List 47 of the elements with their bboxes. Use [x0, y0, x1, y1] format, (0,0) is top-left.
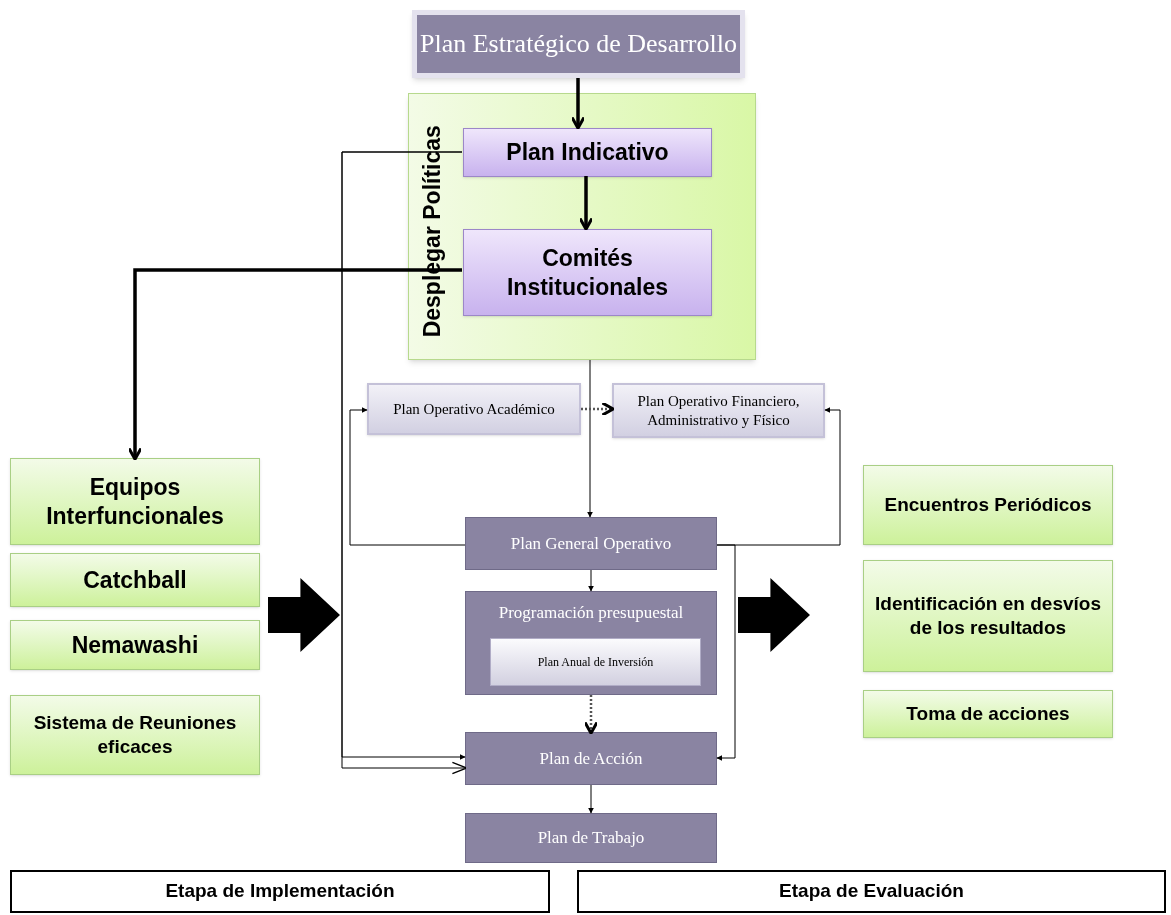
box-label: Etapa de Evaluación	[779, 879, 964, 904]
box-label: Plan de Trabajo	[537, 827, 645, 850]
arrow	[716, 544, 736, 761]
box-label: Programación presupuestal	[498, 602, 684, 624]
box-label: Plan Operativo Académico	[393, 399, 555, 419]
box-label: Nemawashi	[70, 630, 200, 660]
box-label: Comités Institucionales	[505, 243, 669, 302]
tool-box	[10, 553, 260, 607]
stage-box	[10, 870, 550, 913]
arrow	[578, 176, 594, 231]
arrow	[570, 78, 586, 130]
box-label: Toma de acciones	[905, 702, 1071, 726]
box-label: Encuentros Periódicos	[883, 493, 1093, 517]
process-box	[612, 383, 825, 438]
arrow	[588, 784, 594, 814]
box-label: Plan Estratégico de Desarrollo	[420, 27, 737, 60]
arrow	[349, 407, 466, 546]
box-label: Sistema de Reuniones eficaces	[32, 711, 238, 759]
group-band	[408, 93, 756, 360]
process-box	[367, 383, 581, 435]
box-label: Etapa de Implementación	[165, 879, 395, 904]
arrow	[587, 359, 593, 518]
box-label: Plan Indicativo	[505, 138, 670, 167]
tool-box	[10, 458, 260, 545]
box-label: Plan Anual de Inversión	[537, 654, 654, 671]
process-box	[465, 517, 717, 570]
box-label: Plan General Operativo	[510, 532, 672, 555]
process-box	[463, 229, 712, 316]
box-label: Equipos Interfuncionales	[45, 472, 225, 531]
process-box	[463, 128, 712, 177]
stage-box	[577, 870, 1166, 913]
process-box	[465, 591, 717, 695]
box-label: Identificación en desvíos de los resultados	[874, 592, 1102, 640]
tool-box	[863, 465, 1113, 545]
box-label: Catchball	[82, 565, 188, 595]
process-box	[465, 732, 717, 785]
tool-box	[10, 695, 260, 775]
process-box	[465, 813, 717, 863]
box-label: Plan de Acción	[539, 747, 643, 770]
box-label: Plan Operativo Financiero, Administrativo y Físico	[636, 391, 801, 430]
process-box	[412, 10, 745, 78]
tool-box	[863, 690, 1113, 738]
process-box	[490, 638, 701, 686]
tool-box	[10, 620, 260, 670]
group-heading: Desplegar Políticas	[417, 124, 446, 340]
tool-box	[863, 560, 1113, 672]
arrow	[588, 569, 594, 592]
